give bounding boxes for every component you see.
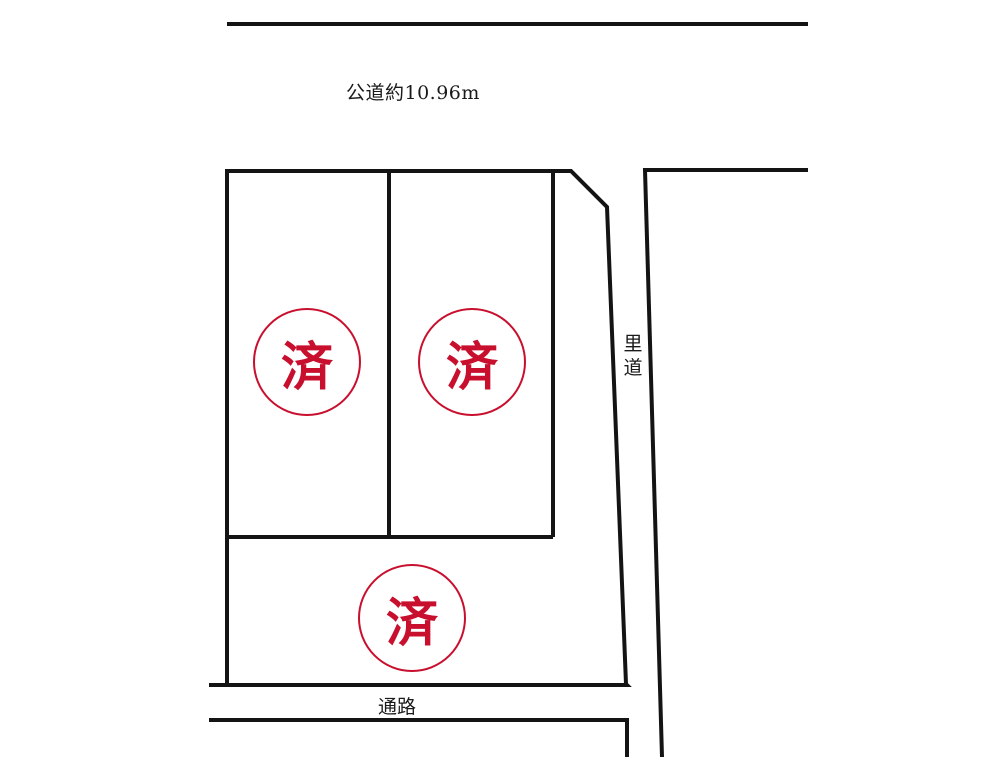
side-road-edge: [642, 168, 808, 758]
sold-stamp-lot-3: 済: [358, 564, 466, 672]
passage-upper-edge: [209, 682, 632, 687]
sold-stamp-lot-1: 済: [253, 308, 361, 416]
passage-label: 通路: [378, 696, 417, 718]
side-road-label-char: 道: [623, 357, 643, 379]
lot-outer-boundary: [225, 169, 628, 685]
sold-stamp-text: 済: [280, 336, 333, 398]
public-road-label: 公道約10.96m: [346, 82, 480, 104]
side-road-label: 里 道: [622, 332, 644, 380]
sold-stamp-text: 済: [445, 336, 498, 398]
sold-stamp-lot-2: 済: [418, 308, 526, 416]
sold-stamp-text: 済: [385, 592, 438, 654]
side-road-label-char: 里: [623, 333, 643, 355]
passage-lower-edge: [209, 718, 629, 757]
